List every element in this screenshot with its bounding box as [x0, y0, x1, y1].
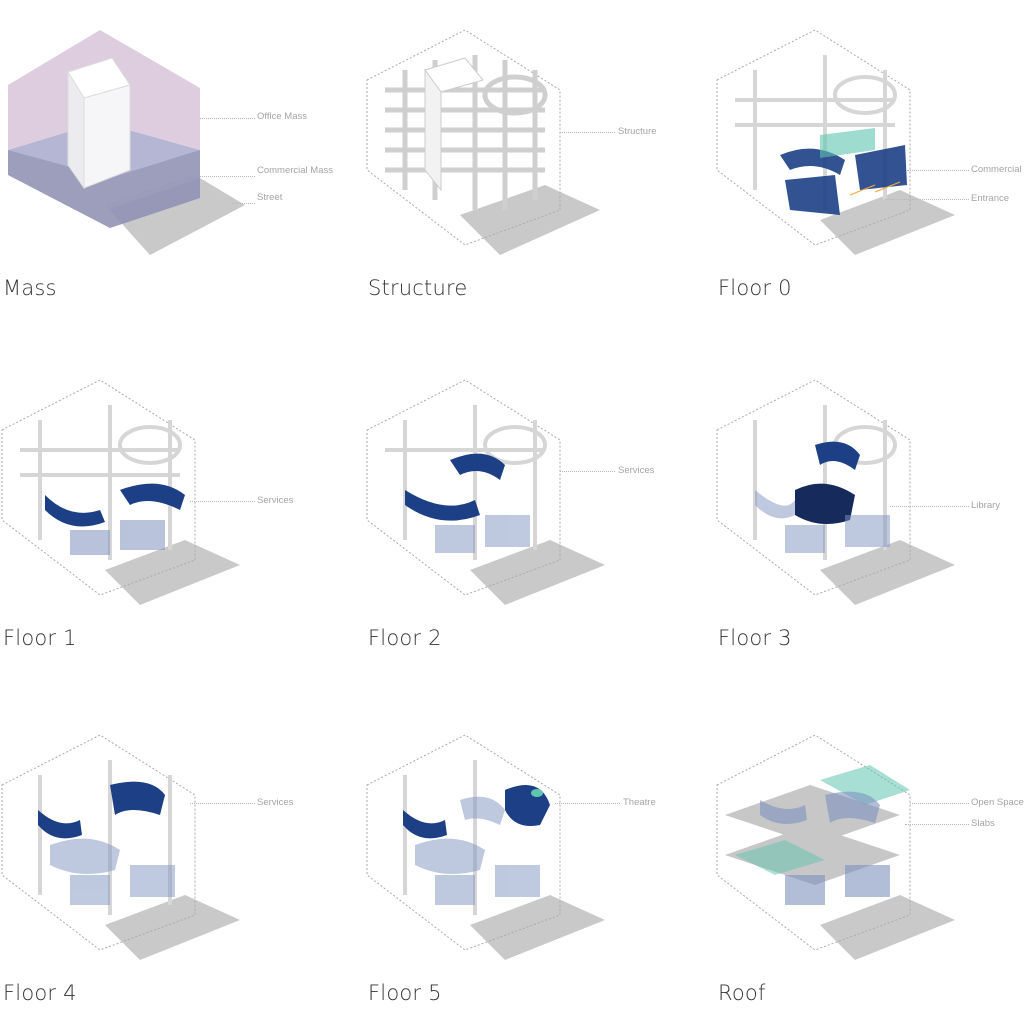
panel-title: Floor 2: [368, 626, 442, 650]
panel-floor-3: Library Floor 3: [715, 350, 1024, 670]
panel-floor-5: Theatre Floor 5: [365, 705, 685, 1025]
label-commercial-mass: Commercial Mass: [257, 165, 334, 176]
label-services: Services: [618, 465, 655, 476]
label-structure: Structure: [618, 126, 657, 137]
floor-3-diagram: [716, 379, 955, 605]
label-services: Services: [257, 797, 294, 808]
panel-title: Floor 1: [3, 626, 77, 650]
mass-diagram: [8, 30, 245, 255]
panel-floor-4: Services Floor 4: [0, 705, 320, 1025]
panel-title: Floor 4: [3, 981, 77, 1005]
floor-5-diagram: [366, 734, 605, 960]
structure-diagram: [366, 29, 600, 255]
panel-title: Roof: [718, 981, 766, 1005]
panel-structure: Structure Structure: [365, 0, 685, 320]
label-theatre: Theatre: [623, 797, 656, 808]
panel-title: Structure: [368, 276, 468, 300]
panel-title: Floor 0: [718, 276, 792, 300]
label-slabs: Slabs: [971, 818, 995, 829]
panel-floor-2: Services Floor 2: [365, 350, 685, 670]
floor-4-diagram: [1, 734, 240, 960]
label-entrance: Entrance: [971, 193, 1010, 204]
panel-mass: Office Mass Commercial Mass Street Mass: [0, 0, 333, 320]
floor-1-diagram: [1, 379, 240, 605]
label-commercial: Commercial: [971, 164, 1022, 175]
panel-title: Floor 3: [718, 626, 792, 650]
panel-floor-1: Services Floor 1: [0, 350, 320, 670]
label-street: Street: [257, 192, 283, 203]
label-office-mass: Office Mass: [257, 111, 307, 122]
panel-title: Mass: [3, 276, 57, 300]
label-services: Services: [257, 495, 294, 506]
panel-roof: Open Space Slabs Roof: [715, 705, 1024, 1025]
roof-diagram: [716, 734, 955, 960]
label-library: Library: [971, 500, 1001, 511]
floor-0-diagram: [716, 29, 955, 255]
panel-floor-0: Commercial Entrance Floor 0: [715, 0, 1024, 320]
label-open-space: Open Space: [971, 797, 1024, 808]
panel-title: Floor 5: [368, 981, 442, 1005]
floor-2-diagram: [366, 379, 605, 605]
